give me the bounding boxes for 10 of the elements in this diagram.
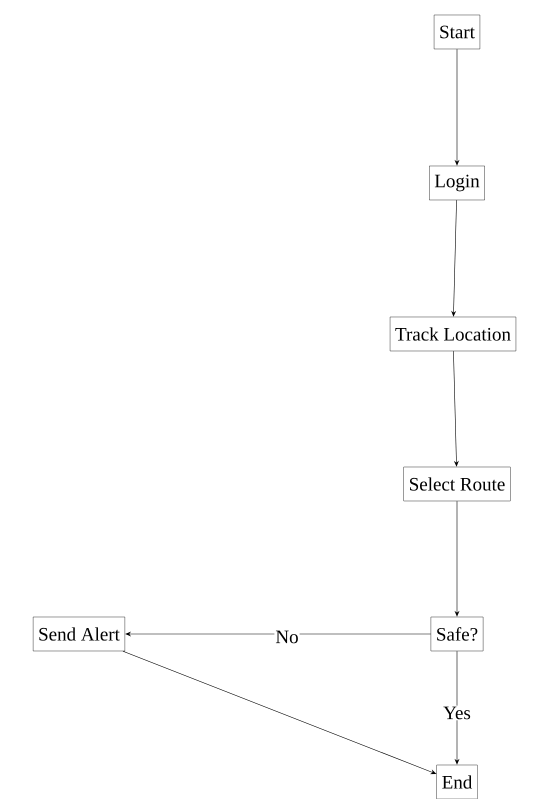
process-box: Login: [429, 166, 485, 200]
process-box: Start: [434, 14, 480, 50]
process-box: Select Route: [404, 466, 510, 502]
edge-label: No: [274, 630, 300, 644]
process-box: Safe?: [430, 616, 484, 652]
process-box: End: [436, 764, 478, 799]
arrow: [122, 650, 436, 774]
process-box: Track Location: [390, 316, 516, 352]
edge-label: Yes: [442, 706, 472, 720]
process-box: Send Alert: [32, 616, 126, 652]
